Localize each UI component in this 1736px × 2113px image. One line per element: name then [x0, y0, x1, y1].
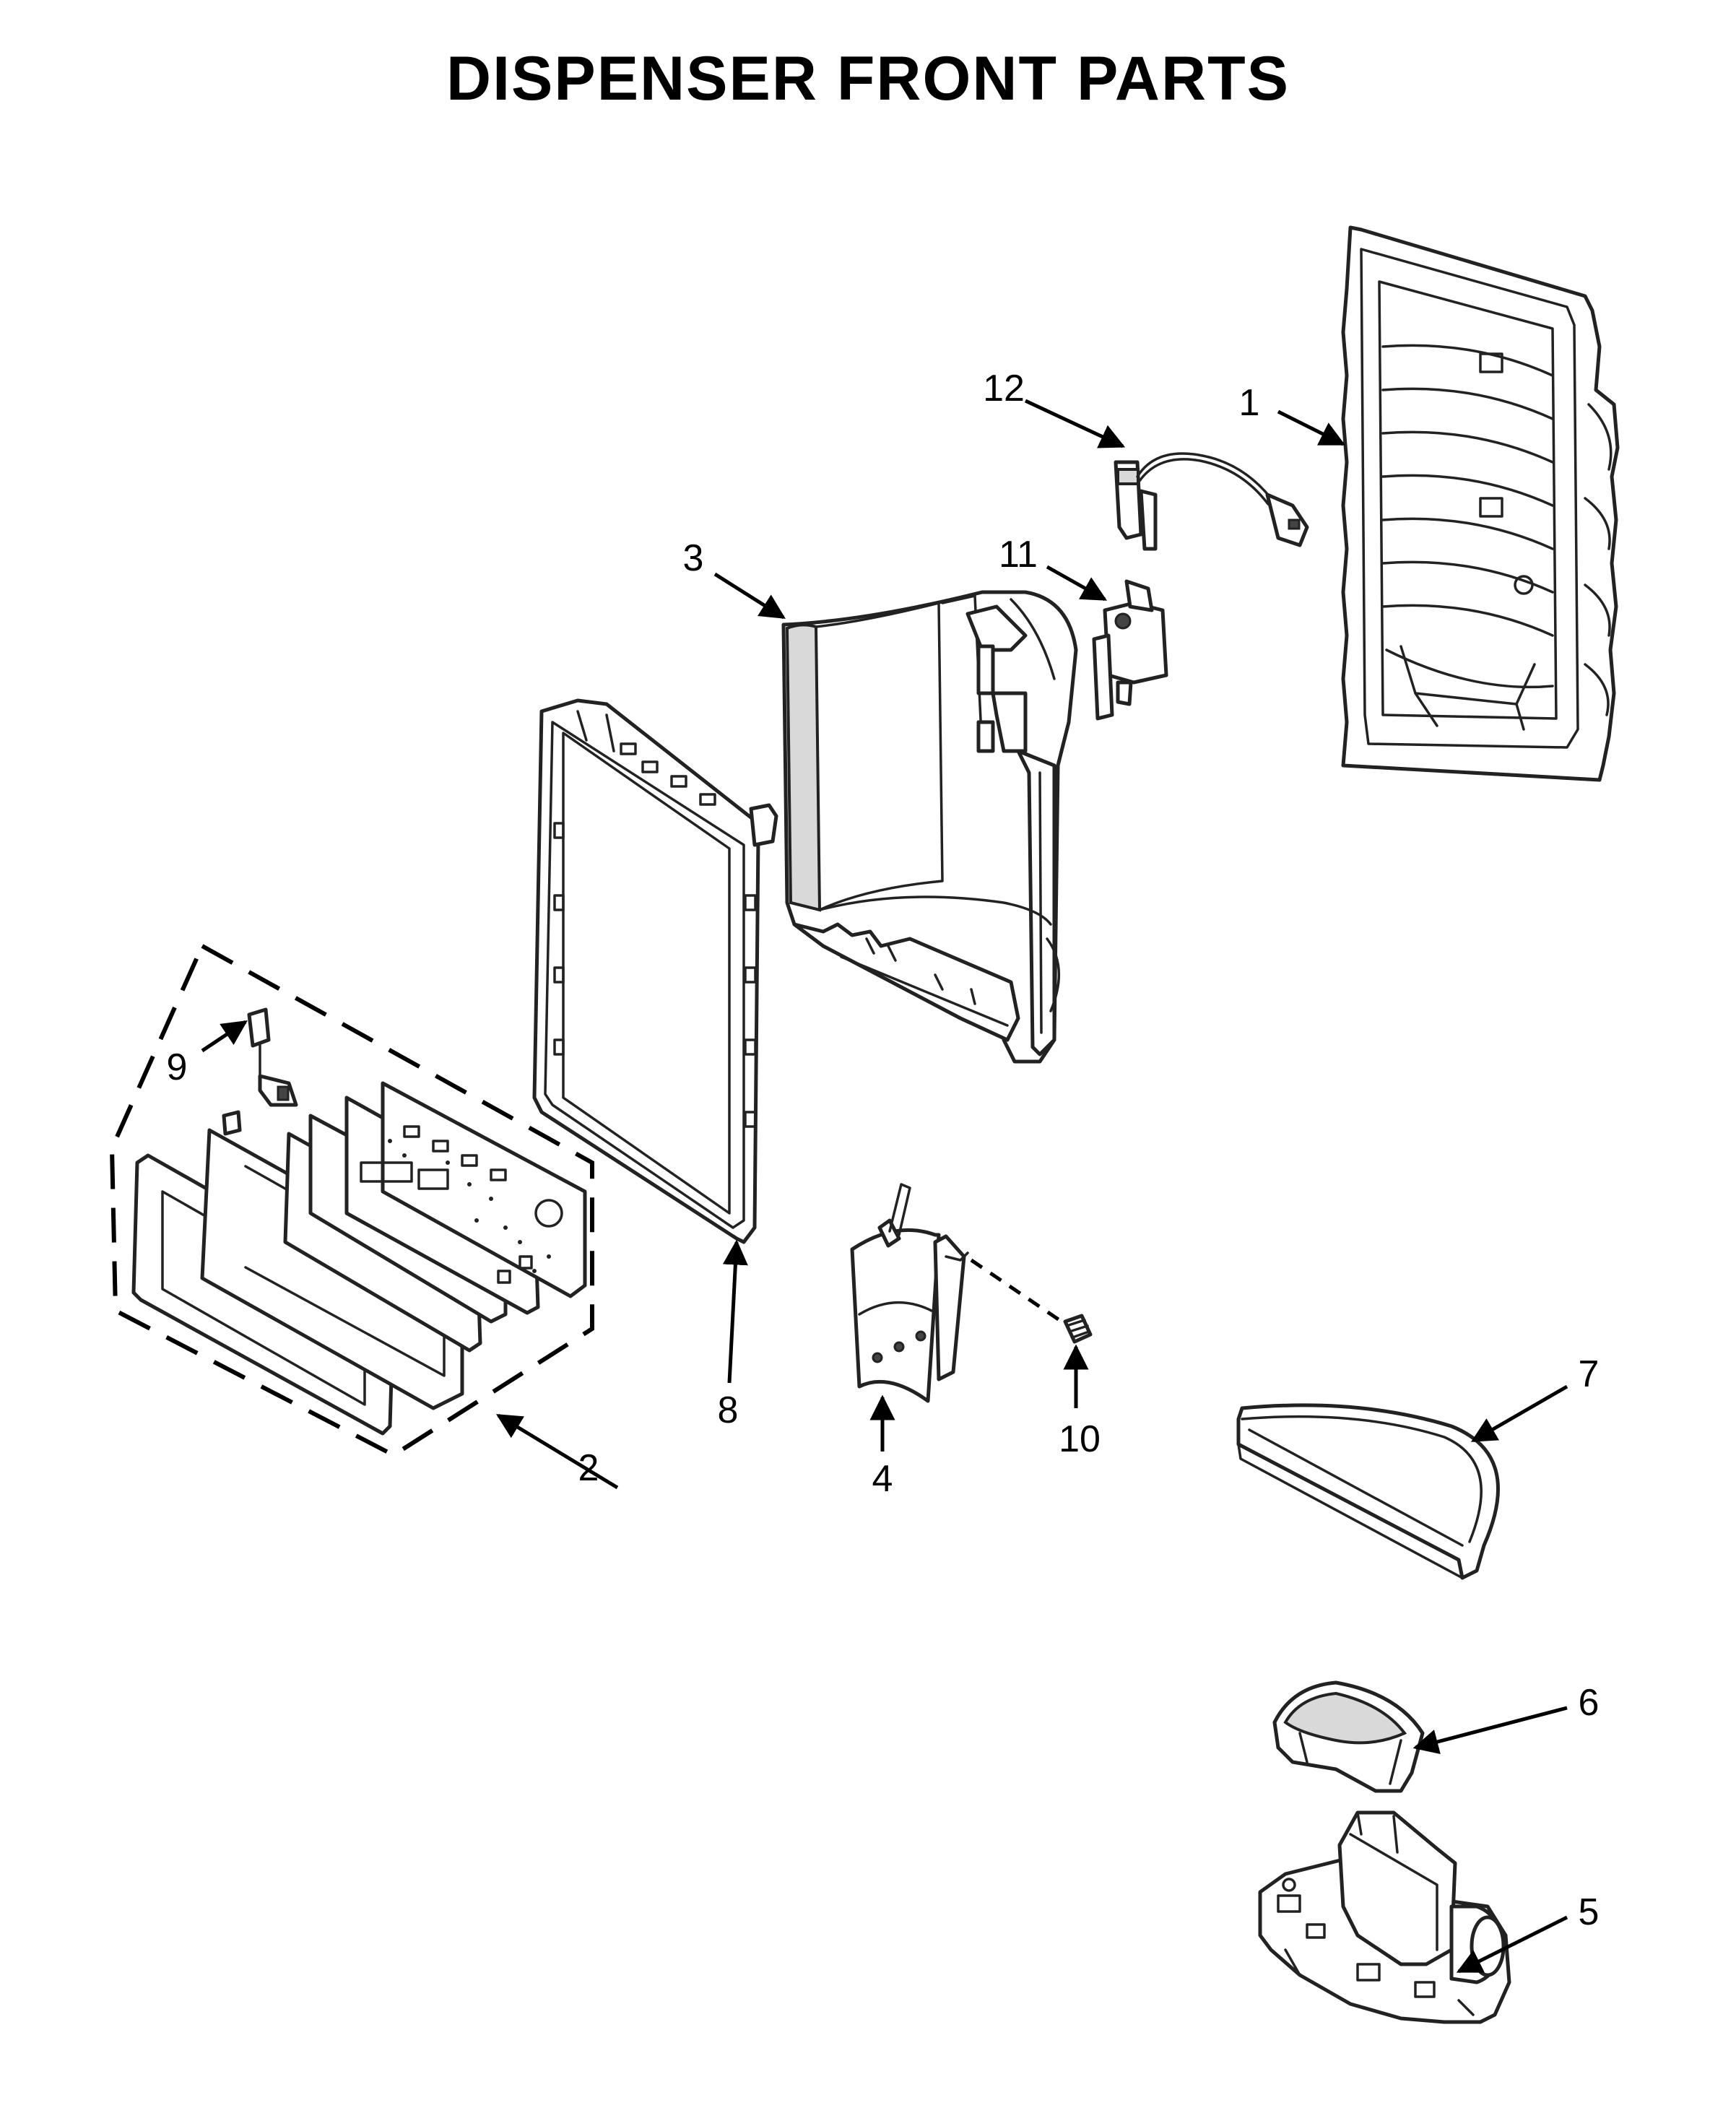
- leader-8: [722, 1239, 748, 1384]
- part-4-paddle[interactable]: [850, 1183, 969, 1403]
- callout-7: 7: [1579, 1353, 1600, 1395]
- leader-9: [201, 1020, 248, 1053]
- leader-11: [1046, 565, 1108, 602]
- leader-12: [1024, 399, 1126, 448]
- callout-9: 9: [167, 1046, 188, 1088]
- part-3-chute-housing[interactable]: [781, 590, 1078, 1064]
- leader-7: [1470, 1384, 1568, 1443]
- part-2-control-assembly[interactable]: [109, 942, 594, 1458]
- part-6-funnel[interactable]: [1272, 1680, 1425, 1793]
- leader-1: [1277, 409, 1346, 446]
- leader-2: [496, 1413, 619, 1490]
- callout-10: 10: [1059, 1418, 1101, 1460]
- callout-8: 8: [718, 1389, 739, 1431]
- part-10-spring[interactable]: [970, 1258, 1093, 1344]
- callout-numbers: 1 2 3 4 5 6 7 8 9 10 11 12: [167, 368, 1600, 1933]
- callout-3: 3: [683, 537, 704, 579]
- part-11-micro-switch[interactable]: [1092, 579, 1168, 721]
- callout-11: 11: [999, 534, 1038, 576]
- callout-6: 6: [1579, 1682, 1600, 1724]
- part-1-dispenser-housing[interactable]: [1341, 225, 1620, 782]
- part-9-connector[interactable]: [247, 1007, 298, 1107]
- leader-3: [713, 572, 786, 620]
- diagram-title: DISPENSER FRONT PARTS: [446, 44, 1290, 113]
- part-8-frame[interactable]: [532, 698, 778, 1244]
- part-7-drip-tray[interactable]: [1236, 1403, 1500, 1580]
- callout-4: 4: [872, 1458, 893, 1500]
- part-5-mechanism[interactable]: [1258, 1810, 1511, 2024]
- callout-12: 12: [983, 368, 1025, 409]
- leader-5: [1456, 1915, 1568, 1974]
- leader-lines: [201, 399, 1568, 1974]
- callout-2: 2: [578, 1447, 599, 1489]
- leader-6: [1412, 1706, 1568, 1754]
- part-12-wire-harness[interactable]: [1114, 452, 1309, 551]
- callout-5: 5: [1579, 1891, 1600, 1933]
- callout-1: 1: [1239, 382, 1260, 424]
